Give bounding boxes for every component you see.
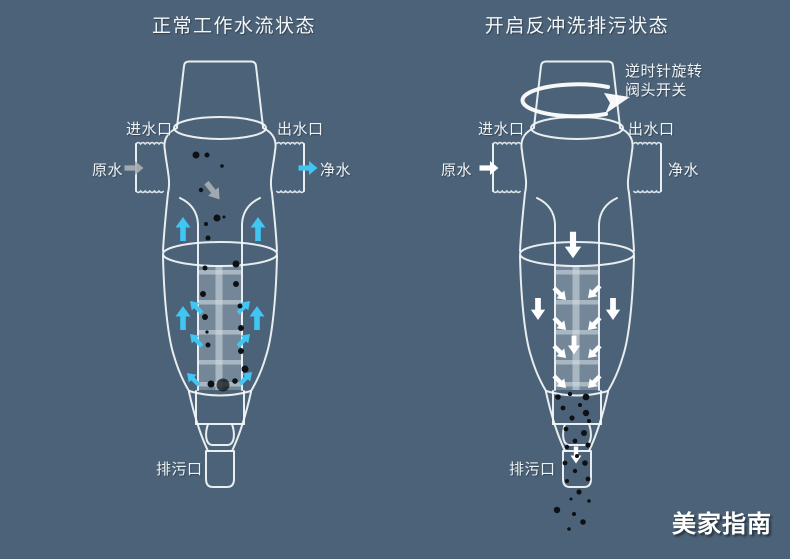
right-inlet-label: 进水口	[478, 121, 525, 138]
up-arrow-icon	[175, 217, 191, 241]
right-filter-diagram	[479, 60, 662, 531]
left-filter-diagram	[124, 60, 318, 488]
right-raw-water-label: 原水	[441, 162, 473, 179]
left-dirt-particles	[192, 151, 249, 392]
rotate-counterclockwise-arrow-icon	[520, 82, 630, 119]
right-dirt-particles	[553, 391, 591, 531]
rotate-instruction-label: 逆时针旋转 阀头开关	[625, 62, 703, 100]
left-inlet-label: 进水口	[126, 121, 173, 138]
down-right-arrow-icon	[201, 178, 225, 204]
left-drain-label: 排污口	[156, 461, 203, 478]
right-outlet-label: 出水口	[628, 121, 675, 138]
left-clean-water-arrows	[175, 161, 318, 389]
left-clean-water-label: 净水	[320, 162, 352, 179]
down-arrow-icon	[530, 297, 546, 321]
rotate-instruction-line2: 阀头开关	[625, 82, 688, 99]
right-clean-water-label: 净水	[668, 162, 700, 179]
rotate-instruction-line1: 逆时针旋转	[625, 63, 703, 80]
left-raw-water-label: 原水	[92, 162, 124, 179]
raw-water-in-arrow-icon	[479, 161, 499, 175]
left-raw-water-arrows	[124, 161, 225, 204]
right-drain-label: 排污口	[509, 461, 556, 478]
clean-water-out-arrow-icon	[298, 161, 318, 175]
watermark: 美家指南	[672, 511, 772, 538]
up-arrow-icon	[250, 217, 266, 241]
down-arrow-icon	[605, 297, 621, 321]
left-outlet-label: 出水口	[277, 121, 324, 138]
right-panel-title: 开启反冲洗排污状态	[484, 16, 670, 37]
up-arrow-icon	[175, 306, 191, 330]
up-arrow-icon	[249, 306, 265, 330]
down-arrow-icon	[564, 231, 582, 259]
raw-water-in-arrow-icon	[124, 161, 144, 175]
left-panel-title: 正常工作水流状态	[151, 16, 316, 37]
